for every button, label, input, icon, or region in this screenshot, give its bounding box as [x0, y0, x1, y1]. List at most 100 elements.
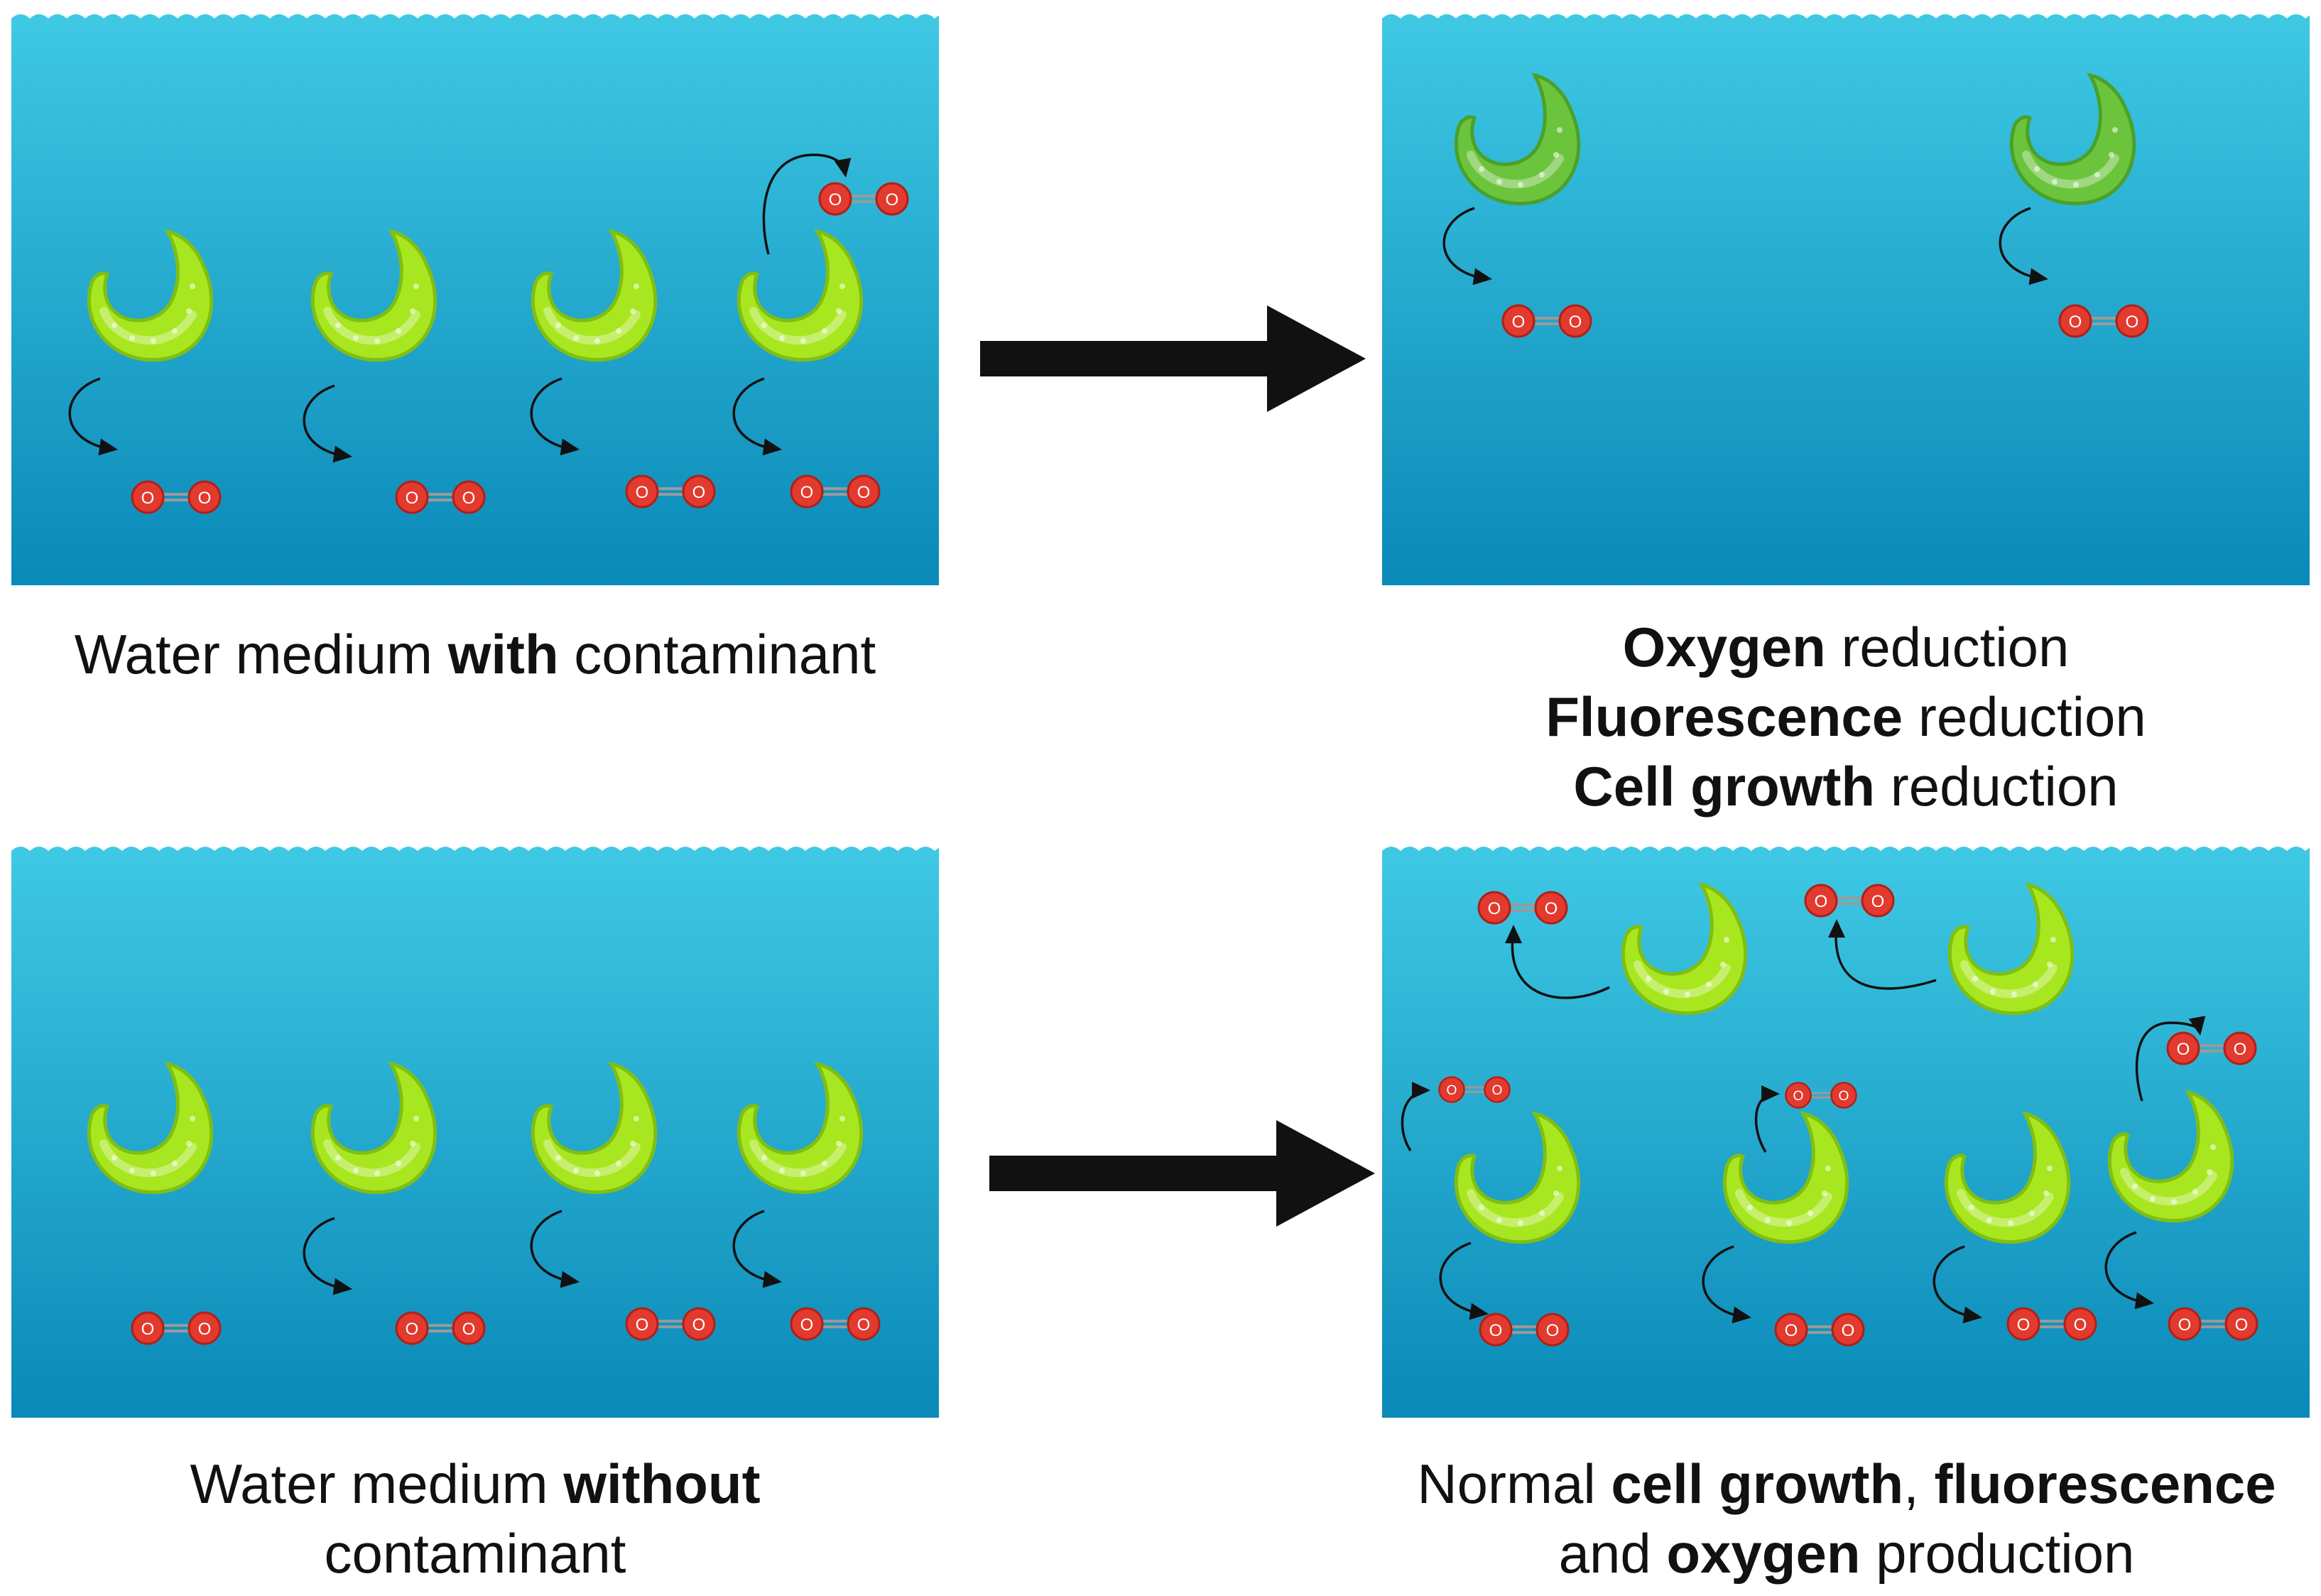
oxygen-atom-label: O: [141, 1320, 155, 1339]
water-surface: [11, 13, 939, 18]
caption-emphasis: Cell growth: [1573, 755, 1876, 818]
oxygen-atom-label: O: [1489, 1321, 1503, 1340]
curved-arrow-icon: [1401, 1082, 1430, 1151]
crescent-algae-cell-icon: [531, 1061, 658, 1195]
water-surface: [1382, 845, 2310, 851]
oxygen-atom-label: O: [1842, 1321, 1855, 1340]
caption-text: reduction: [1825, 616, 2070, 678]
oxygen-atom-label: O: [800, 1315, 814, 1335]
oxygen-atom-label: O: [692, 1315, 706, 1335]
oxygen-atom-label: O: [1839, 1089, 1849, 1104]
caption-text: Normal: [1417, 1453, 1611, 1515]
crescent-algae-cell-icon: [87, 1061, 214, 1195]
oxygen-atom-label: O: [636, 483, 649, 502]
oxygen-atom-label: O: [857, 483, 871, 502]
oxygen-atom-label: O: [1447, 1083, 1457, 1098]
caption-text: Water medium: [190, 1453, 564, 1515]
curved-arrow-icon: [1505, 925, 1610, 999]
caption-emphasis: cell growth: [1611, 1453, 1904, 1515]
curved-arrow-icon: [1439, 1242, 1489, 1320]
block-arrow-icon: [980, 305, 1366, 412]
oxygen-atom-label: O: [462, 1320, 476, 1339]
oxygen-atom-label: O: [2235, 1315, 2249, 1335]
caption-text: reduction: [1903, 685, 2146, 748]
curved-arrow-icon: [732, 1210, 782, 1288]
crescent-algae-cell-icon: [1947, 882, 2075, 1016]
caption-line-2: contaminant: [324, 1522, 626, 1585]
curved-arrow-icon: [762, 153, 852, 255]
oxygen-atom-label: O: [1785, 1321, 1798, 1340]
oxygen-atom-label: O: [1488, 899, 1501, 918]
crescent-algae-cell-icon: [2107, 1090, 2234, 1223]
crescent-algae-cell-icon: [531, 229, 658, 362]
caption-normal: Normal cell growth, fluorescence and oxy…: [1349, 1449, 2321, 1588]
crescent-algae-cell-icon: [310, 1061, 437, 1195]
curved-arrow-icon: [530, 377, 580, 456]
oxygen-atom-label: O: [406, 1320, 419, 1339]
oxygen-atom-label: O: [692, 483, 706, 502]
crescent-algae-cell-icon: [736, 229, 864, 362]
caption-emphasis: without: [563, 1453, 761, 1515]
caption-text: production: [1860, 1522, 2135, 1585]
caption-line-1: Normal cell growth, fluorescence: [1349, 1449, 2321, 1519]
oxygen-atom-label: O: [636, 1315, 649, 1335]
curved-arrow-icon: [1702, 1245, 1751, 1324]
crescent-algae-cell-icon: [87, 229, 214, 362]
oxygen-atom-label: O: [2126, 313, 2139, 332]
oxygen-atom-label: O: [857, 1315, 871, 1335]
oxygen-atom-label: O: [800, 483, 814, 502]
caption-reduced: Oxygen reduction Fluorescence reduction …: [1382, 612, 2310, 821]
oxygen-atom-label: O: [462, 489, 476, 508]
caption-line-cell-growth: Cell growth reduction: [1382, 751, 2310, 821]
curved-arrow-icon: [303, 1217, 352, 1296]
caption-text: contaminant: [558, 623, 876, 685]
oxygen-atom-label: O: [1512, 313, 1526, 332]
oxygen-atom-label: O: [1815, 892, 1828, 911]
curved-arrow-icon: [1999, 207, 2048, 286]
caption-text: and: [1558, 1522, 1667, 1585]
oxygen-atom-label: O: [1546, 1321, 1560, 1340]
caption-line-2: and oxygen production: [1349, 1519, 2321, 1588]
curved-arrow-icon: [303, 384, 352, 463]
caption-emphasis: with: [447, 623, 559, 685]
block-arrow-icon: [989, 1120, 1375, 1227]
curved-arrow-icon: [1828, 919, 1937, 990]
oxygen-atom-label: O: [2017, 1315, 2031, 1335]
crescent-algae-cell-icon: [1944, 1111, 2071, 1244]
water-surface: [11, 845, 939, 851]
caption-line-oxygen: Oxygen reduction: [1382, 612, 2310, 682]
crescent-algae-cell-icon: [736, 1061, 864, 1195]
oxygen-atom-label: O: [2069, 313, 2082, 332]
caption-text: ,: [1903, 1453, 1935, 1515]
curved-arrow-icon: [732, 377, 782, 456]
curved-arrow-icon: [2104, 1231, 2154, 1310]
curved-arrow-icon: [1754, 1085, 1780, 1153]
curved-arrow-icon: [1442, 207, 1492, 286]
crescent-algae-cell-icon: [310, 229, 437, 362]
curved-arrow-icon: [530, 1210, 580, 1288]
caption-line-1: Water medium without: [11, 1449, 939, 1519]
oxygen-atom-label: O: [2178, 1315, 2192, 1335]
oxygen-atom-label: O: [1793, 1089, 1804, 1104]
crescent-algae-cell-icon: [1454, 1111, 1581, 1244]
oxygen-atom-label: O: [2234, 1040, 2247, 1059]
caption-emphasis: fluorescence: [1934, 1453, 2276, 1515]
